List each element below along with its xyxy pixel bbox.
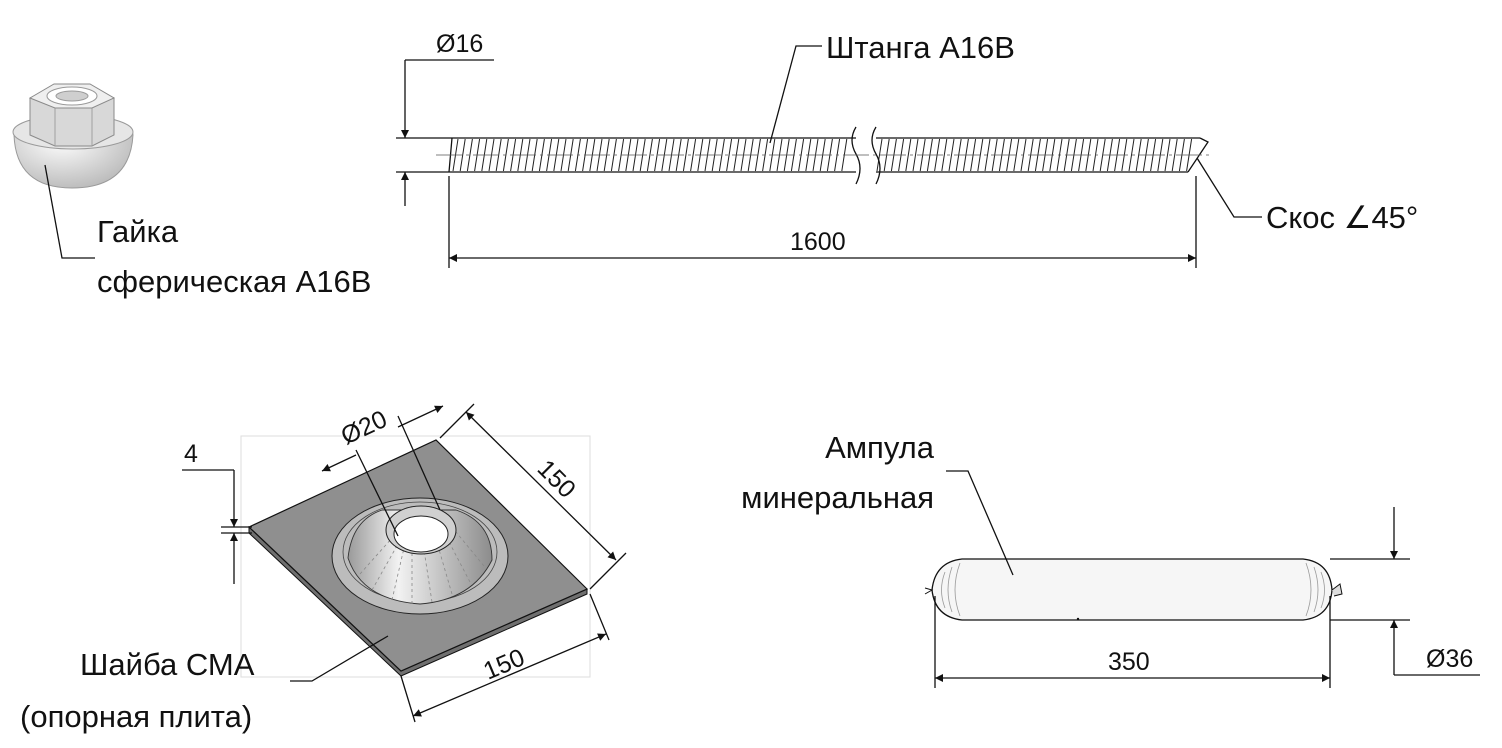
washer-thickness-dimension: [182, 469, 252, 584]
rod-length-label: 1600: [790, 228, 846, 256]
washer-side-a-label: 150: [532, 454, 581, 503]
bevel-leader-line: [1196, 157, 1262, 218]
washer-side-b-dimension: [400, 593, 610, 723]
washer-thickness-label: 4: [184, 440, 198, 468]
ampoule-length-label: 350: [1108, 648, 1150, 676]
mineral-ampoule-illustration: [924, 558, 1343, 621]
washer-label-line2: (опорная плита): [20, 699, 252, 734]
washer-leader-line: [290, 635, 389, 682]
ampoule-length-dimension: [934, 596, 1331, 688]
nut-leader-line: [44, 164, 95, 259]
rod-length-dimension: [448, 176, 1197, 268]
washer-hole-dimension: [321, 405, 444, 537]
ampoule-diameter-label: Ø36: [1426, 645, 1473, 673]
ampoule-diameter-dimension: [1330, 507, 1480, 676]
spherical-nut-illustration: [12, 83, 134, 189]
rod-leader-line: [769, 45, 822, 144]
washer-hole-label: Ø20: [337, 405, 392, 450]
rod-label: Штанга A16B: [826, 30, 1015, 65]
washer-side-a-dimension: [439, 403, 627, 590]
ampoule-label-line1: Ампула: [825, 430, 935, 465]
rod-diameter-dimension: [396, 59, 494, 206]
washer-side-b-label: 150: [479, 643, 528, 685]
nut-label-line2: сферическая A16B: [97, 264, 371, 299]
washer-label-line1: Шайба СМА: [80, 647, 255, 682]
rod-diameter-label: Ø16: [436, 30, 483, 58]
ampoule-label-line2: минеральная: [741, 480, 934, 515]
bevel-label: Скос ∠45°: [1266, 200, 1418, 235]
nut-label-line1: Гайка: [97, 214, 179, 249]
threaded-rod-illustration: [436, 126, 1210, 185]
ampoule-leader-line: [946, 470, 1014, 576]
